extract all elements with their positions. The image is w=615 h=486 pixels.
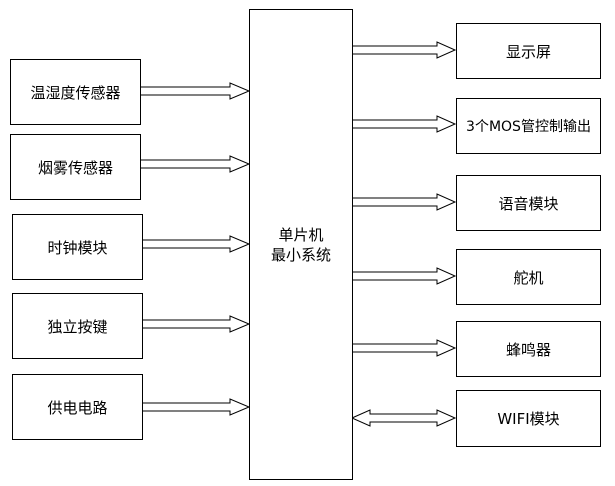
independent-key-box: 独立按键 xyxy=(12,293,143,359)
voice-module-label: 语音模块 xyxy=(498,194,559,213)
temp-humidity-sensor-box: 温湿度传感器 xyxy=(10,59,141,125)
smoke-sensor-label: 烟雾传感器 xyxy=(37,158,113,177)
wifi-module-box: WIFI模块 xyxy=(456,390,601,447)
clock-module-box: 时钟模块 xyxy=(12,214,143,280)
arrow-power-to-mcu xyxy=(141,398,251,416)
servo-label: 舵机 xyxy=(513,268,544,287)
arrow-key-to-mcu xyxy=(141,315,251,333)
arrow-smoke-to-mcu xyxy=(139,155,251,173)
arrow-clock-to-mcu xyxy=(141,235,251,253)
servo-box: 舵机 xyxy=(456,249,601,305)
mcu-title-line1: 单片机 xyxy=(278,225,324,244)
buzzer-label: 蜂鸣器 xyxy=(505,340,551,359)
arrow-mcu-wifi-bidirectional xyxy=(350,409,457,427)
arrow-temp-humidity-to-mcu xyxy=(139,82,251,100)
arrow-mcu-to-servo xyxy=(351,267,457,285)
arrow-mcu-to-voice xyxy=(351,193,457,211)
mcu-minimum-system-box: 单片机 最小系统 xyxy=(249,9,353,480)
buzzer-box: 蜂鸣器 xyxy=(456,321,601,377)
power-circuit-label: 供电电路 xyxy=(47,398,108,417)
arrow-mcu-to-mos xyxy=(351,115,457,133)
voice-module-box: 语音模块 xyxy=(456,175,601,231)
mos-control-output-box: 3个MOS管控制输出 xyxy=(456,98,601,154)
power-circuit-box: 供电电路 xyxy=(12,374,143,440)
independent-key-label: 独立按键 xyxy=(47,317,108,336)
display-box: 显示屏 xyxy=(456,23,601,79)
display-label: 显示屏 xyxy=(505,42,551,61)
arrow-mcu-to-display xyxy=(351,41,457,59)
arrow-mcu-to-buzzer xyxy=(351,339,457,357)
smoke-sensor-box: 烟雾传感器 xyxy=(10,134,141,200)
mcu-title-line2: 最小系统 xyxy=(270,245,331,264)
clock-module-label: 时钟模块 xyxy=(47,238,108,257)
temp-humidity-sensor-label: 温湿度传感器 xyxy=(30,83,121,102)
mos-control-output-label: 3个MOS管控制输出 xyxy=(466,119,591,135)
wifi-module-label: WIFI模块 xyxy=(497,410,560,428)
